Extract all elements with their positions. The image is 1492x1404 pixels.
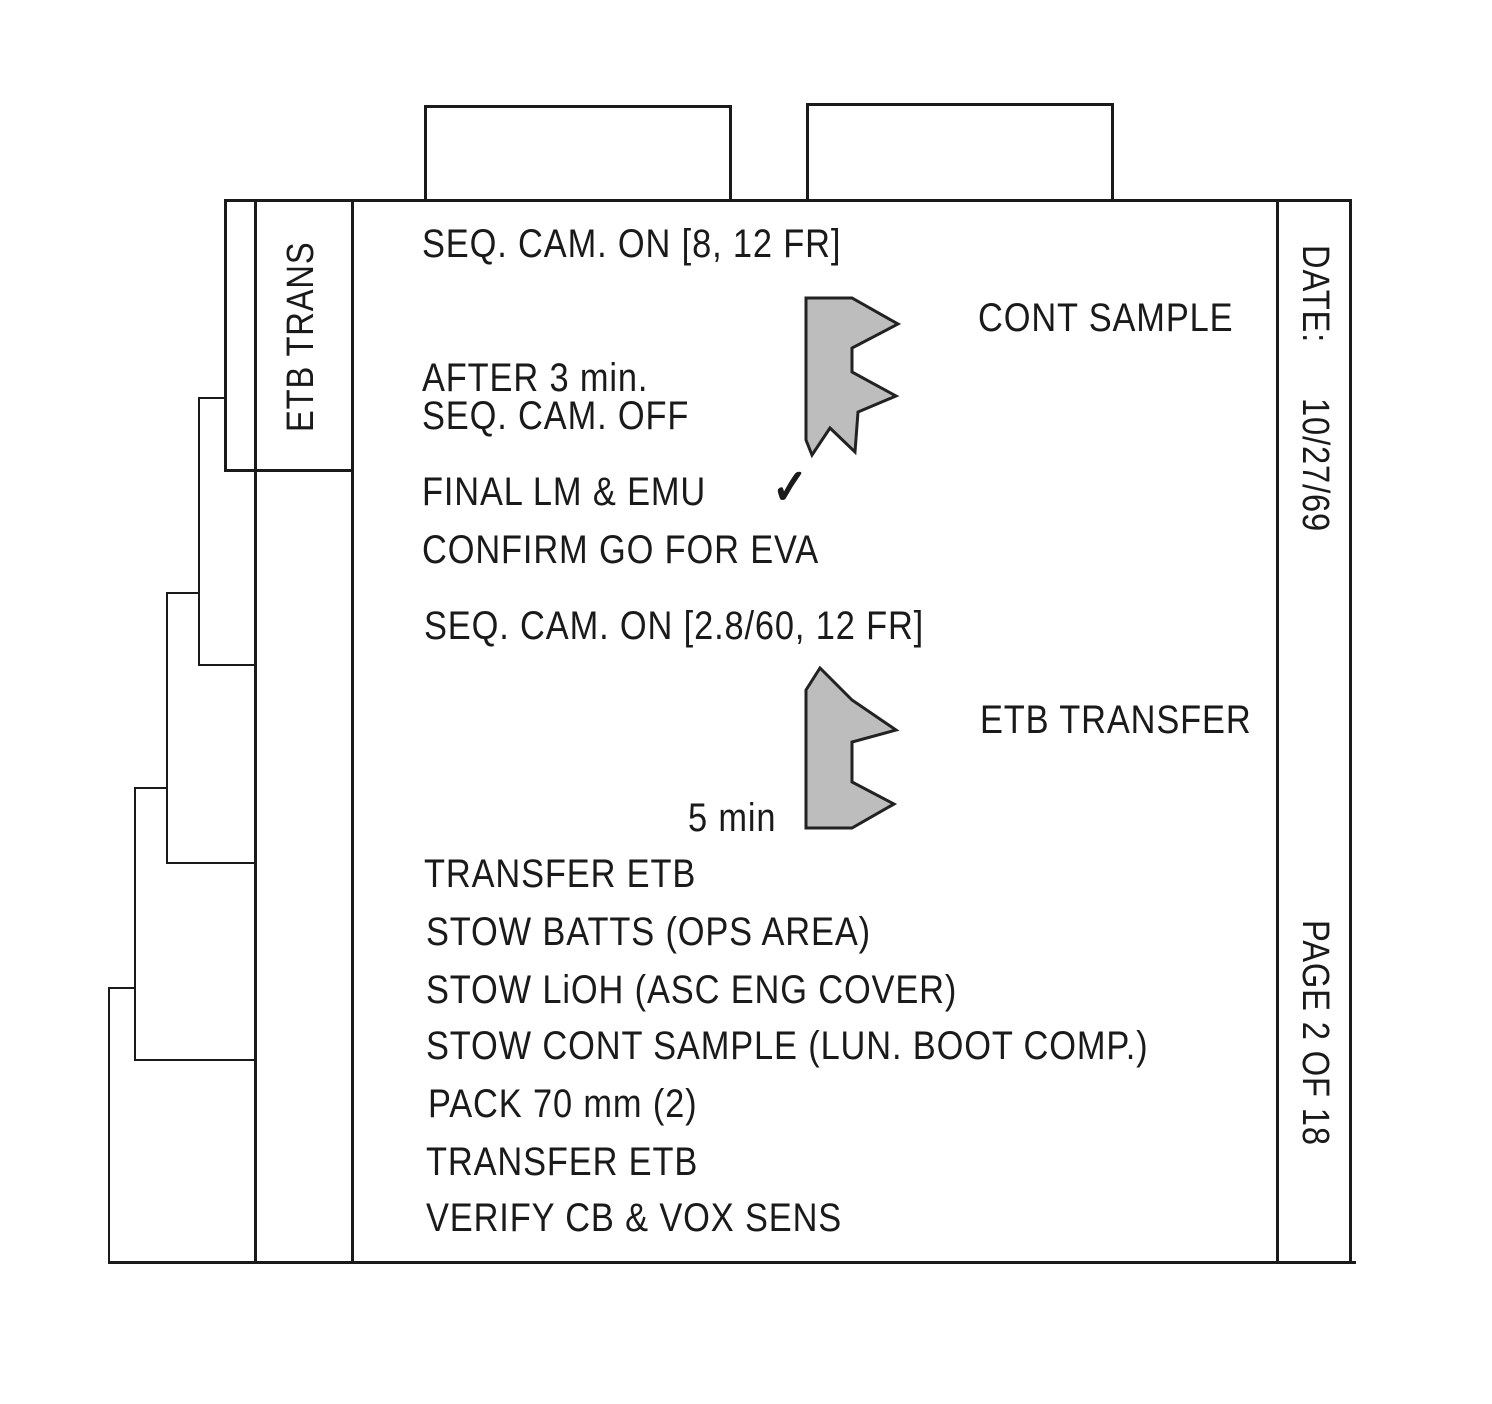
tab-box-1-right (729, 105, 732, 201)
step-line (198, 397, 226, 399)
step-verify-cb-vox: VERIFY CB & VOX SENS (426, 1196, 843, 1240)
step-line (198, 664, 256, 666)
tab-box-2-right (1111, 103, 1114, 201)
tab-column-line (254, 199, 257, 1264)
step-transfer-etb-2: TRANSFER ETB (426, 1140, 699, 1184)
step-seq-cam-on-2: SEQ. CAM. ON [2.8/60, 12 FR] (424, 604, 925, 648)
step-line (134, 1059, 256, 1061)
step-line (134, 787, 136, 1061)
cont-sample-bracket-icon (804, 296, 902, 459)
step-seq-cam-on-1: SEQ. CAM. ON [8, 12 FR] (422, 222, 842, 266)
step-seq-cam-off: SEQ. CAM. OFF (422, 394, 690, 438)
tab-bottom-line (224, 469, 354, 472)
step-pack-70mm: PACK 70 mm (2) (428, 1082, 698, 1126)
step-line (108, 987, 136, 989)
step-line (108, 987, 110, 1264)
tab-box-1-left (424, 105, 427, 201)
step-final-lm-emu: FINAL LM & EMU (422, 470, 707, 514)
frame-right (1349, 199, 1352, 1264)
main-left-line (351, 199, 354, 1264)
tab-box-1-top (424, 105, 732, 108)
callout-duration: 5 min (688, 796, 777, 840)
step-transfer-etb-1: TRANSFER ETB (424, 852, 697, 896)
step-line (198, 397, 200, 666)
tab-box-2-top (806, 103, 1114, 106)
step-line (166, 862, 256, 864)
callout-etb-transfer: ETB TRANSFER (980, 698, 1252, 742)
step-line (166, 592, 200, 594)
check-mark-icon: ✓ (772, 459, 809, 515)
tab-left-line (224, 199, 227, 472)
frame-bottom (108, 1261, 1356, 1264)
step-line (166, 592, 168, 864)
step-stow-cont-sample: STOW CONT SAMPLE (LUN. BOOT COMP.) (426, 1024, 1149, 1068)
right-column-line (1276, 199, 1279, 1264)
step-stow-batts: STOW BATTS (OPS AREA) (426, 910, 871, 954)
callout-cont-sample: CONT SAMPLE (978, 296, 1234, 340)
step-stow-lioh: STOW LiOH (ASC ENG COVER) (426, 968, 958, 1012)
step-confirm-go: CONFIRM GO FOR EVA (422, 528, 820, 572)
etb-transfer-bracket-icon (804, 665, 900, 830)
step-after-3-min: AFTER 3 min. (422, 356, 649, 400)
frame-top (224, 199, 1352, 202)
step-line (134, 787, 168, 789)
tab-box-2-left (806, 103, 809, 201)
